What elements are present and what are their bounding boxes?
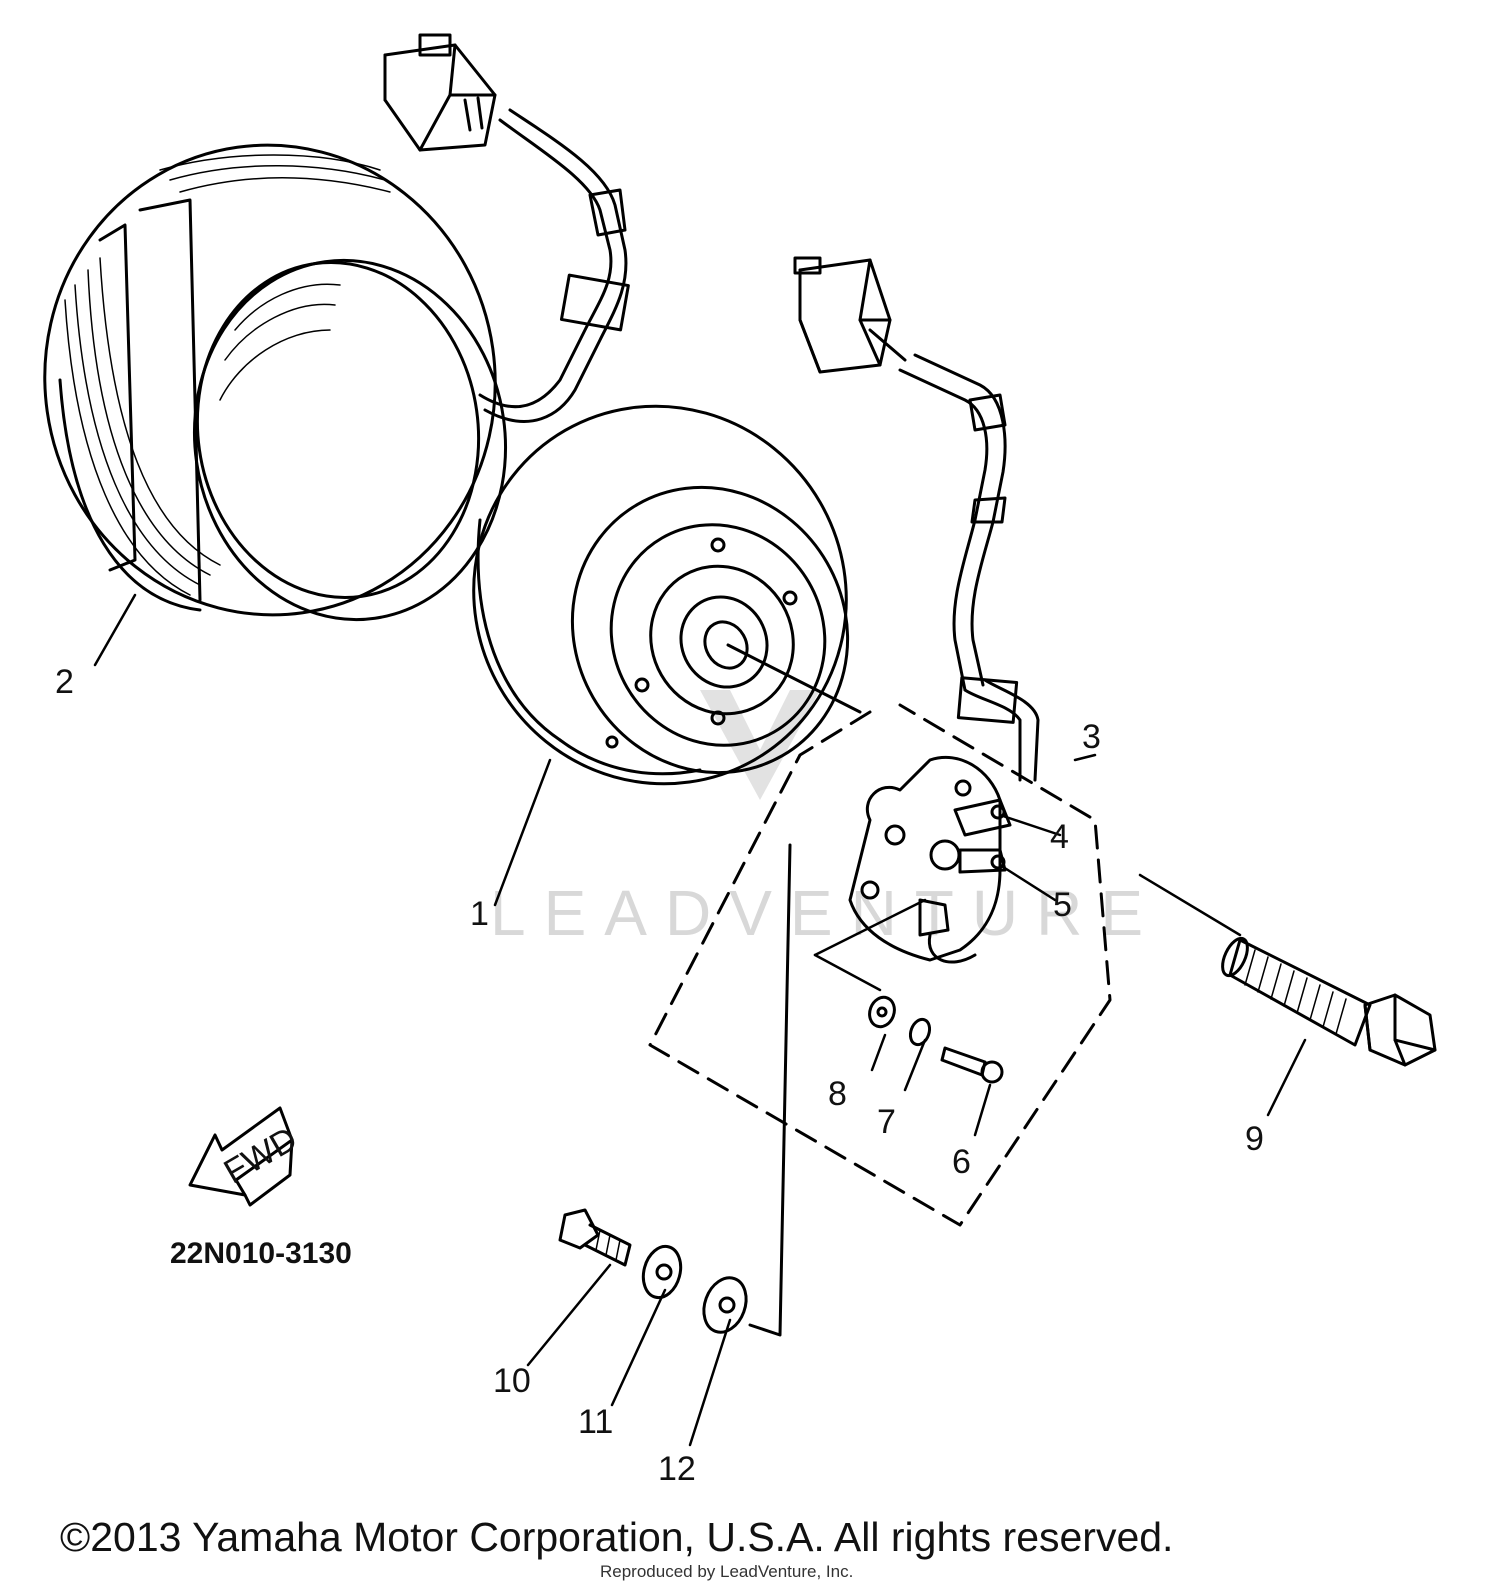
- svg-text:LEADVENTURE: LEADVENTURE: [490, 877, 1161, 949]
- washer-11: [641, 1244, 683, 1300]
- part-label-9: 9: [1245, 1120, 1264, 1158]
- assembly-outline: [648, 703, 1112, 1227]
- axis-line-rotor: [726, 643, 862, 714]
- bolt-10: [558, 1208, 632, 1267]
- reproduction-credit: Reproduced by LeadVenture, Inc.: [600, 1562, 854, 1581]
- part-label-7: 7: [877, 1103, 896, 1141]
- bolt-9: [1221, 936, 1437, 1067]
- watermark: LEADVENTURE: [490, 690, 1161, 949]
- copyright-notice: ©2013 Yamaha Motor Corporation, U.S.A. A…: [60, 1514, 1174, 1560]
- washer-12: [702, 1276, 748, 1334]
- part-label-11: 11: [578, 1403, 613, 1441]
- screw-6: [940, 1046, 1004, 1084]
- part-label-6: 6: [952, 1143, 971, 1181]
- rotor: [472, 404, 850, 786]
- nut-8: [868, 995, 896, 1029]
- part-label-1: 1: [470, 895, 489, 933]
- washer-7: [908, 1017, 932, 1047]
- pickup-coil: [848, 755, 1012, 964]
- part-label-12: 12: [658, 1450, 696, 1488]
- part-label-2: 2: [55, 663, 74, 701]
- stator-coil: [43, 143, 508, 622]
- part-label-5: 5: [1053, 886, 1072, 924]
- diagram-code: 22N010-3130: [170, 1237, 352, 1270]
- part-label-10: 10: [493, 1362, 531, 1400]
- part-label-4: 4: [1050, 818, 1069, 856]
- stator-harness: [383, 33, 630, 423]
- front-direction-arrow: [188, 1106, 294, 1207]
- front-arrow-label: FWD: [218, 1120, 304, 1192]
- part-label-8: 8: [828, 1075, 847, 1113]
- leader-lines: [93, 593, 1307, 1447]
- assembly-bracket: [748, 843, 792, 1337]
- pickup-harness: [793, 256, 1040, 782]
- part-label-3: 3: [1082, 718, 1101, 756]
